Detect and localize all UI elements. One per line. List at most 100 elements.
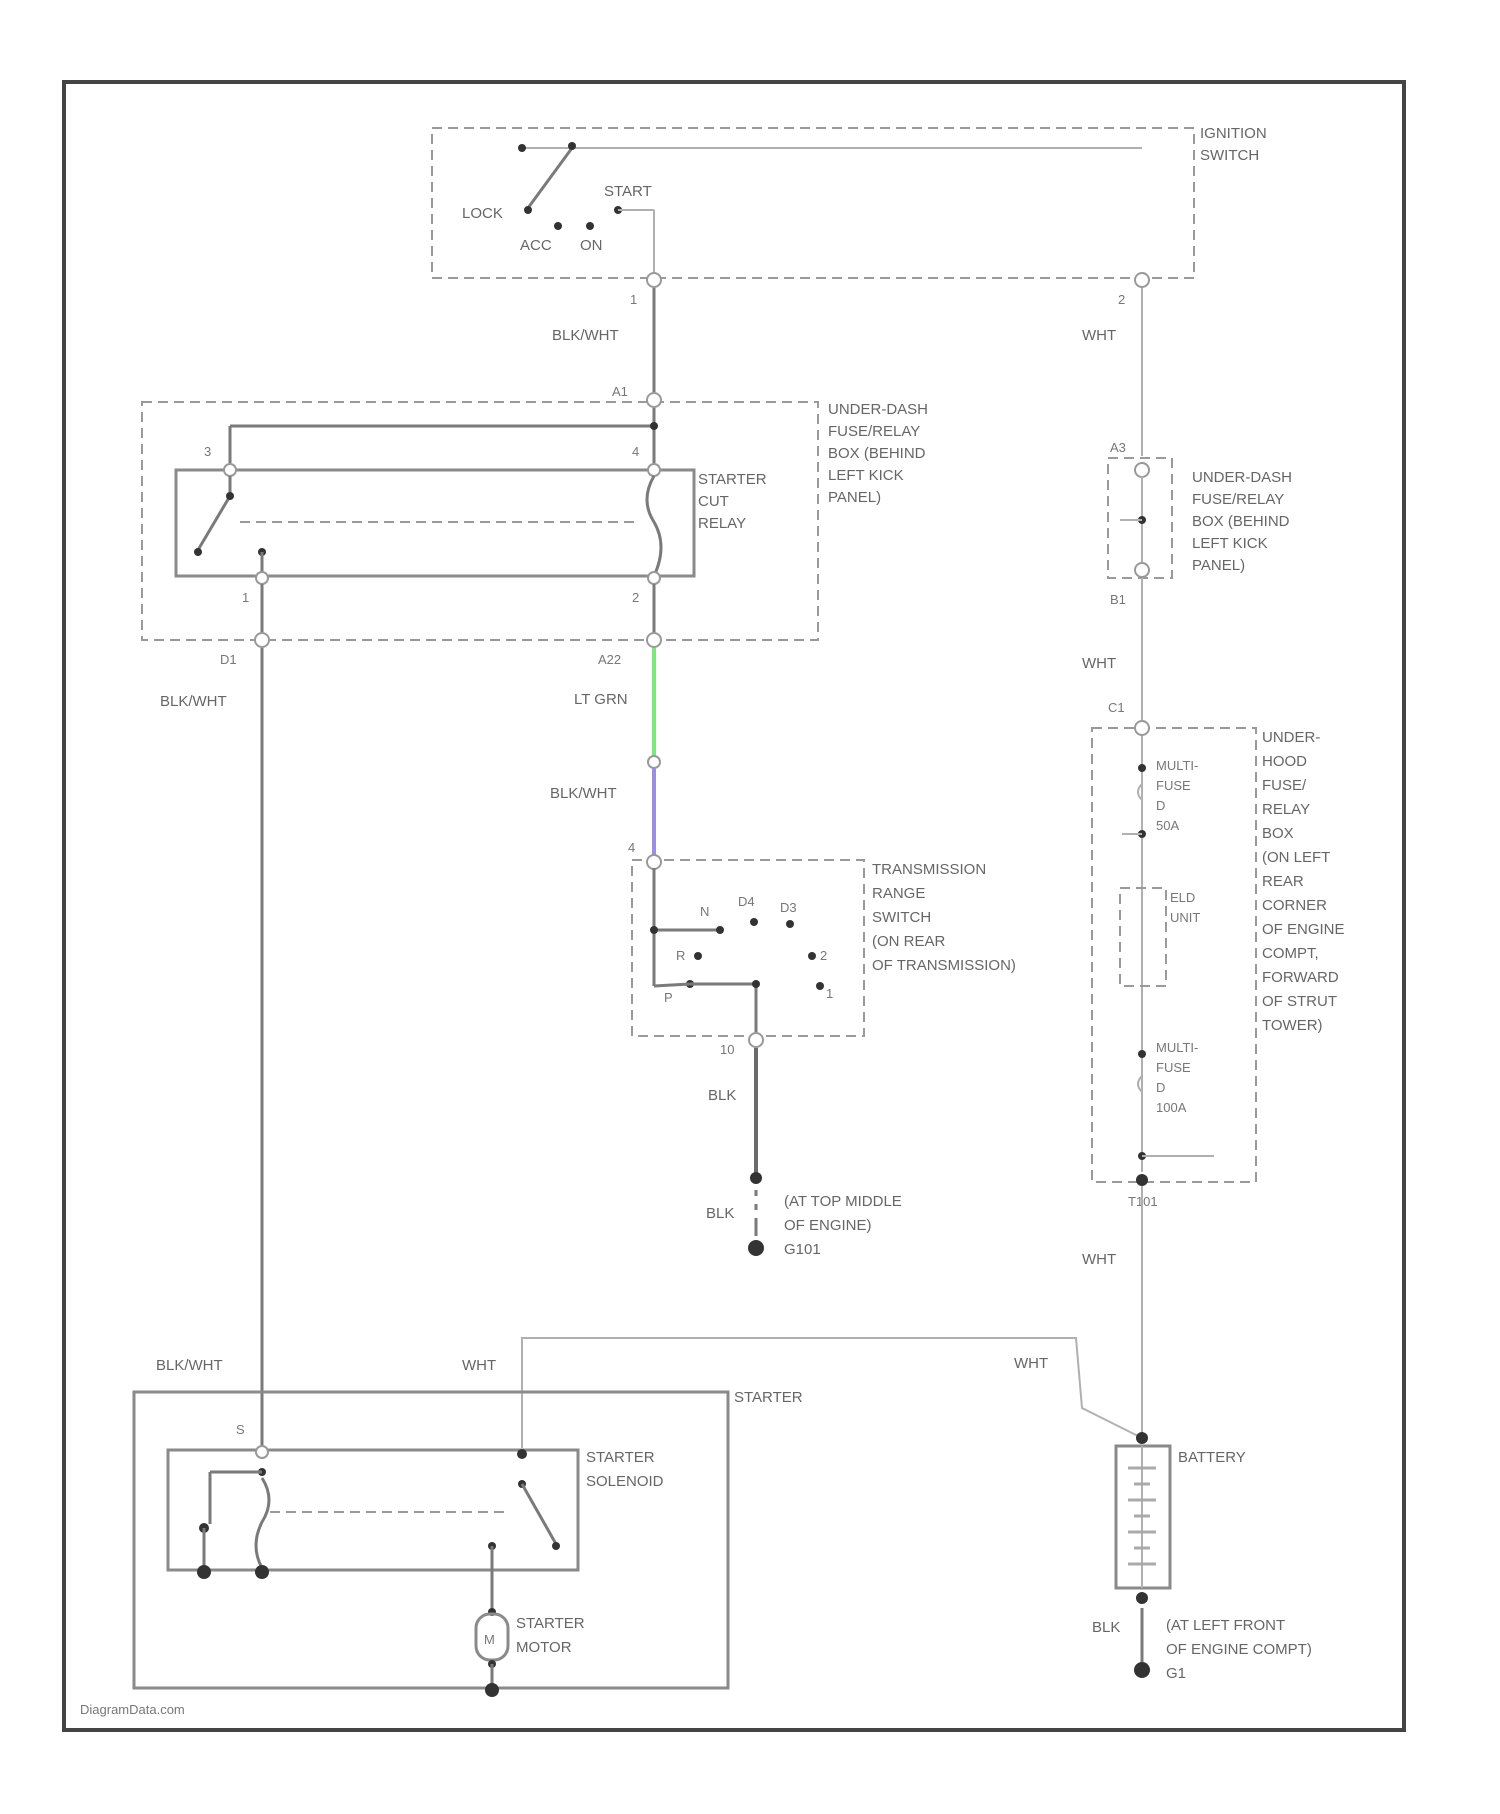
ign-pin-1-label: 1 bbox=[630, 292, 637, 307]
ign-pin-2-label: 2 bbox=[1118, 292, 1125, 307]
svg-text:FUSE: FUSE bbox=[1156, 778, 1191, 793]
svg-text:PANEL): PANEL) bbox=[828, 489, 881, 506]
wire-hood-to-battery-label: WHT bbox=[1082, 1251, 1116, 1268]
svg-text:BOX (BEHIND: BOX (BEHIND bbox=[828, 445, 926, 462]
wire-relay-to-starter-label: BLK/WHT bbox=[160, 693, 227, 710]
svg-text:RELAY: RELAY bbox=[1262, 801, 1310, 818]
starter-pin-s: S bbox=[236, 1422, 245, 1437]
svg-text:50A: 50A bbox=[1156, 818, 1179, 833]
starter-solenoid-box bbox=[168, 1450, 578, 1570]
battery-label: BATTERY bbox=[1178, 1449, 1246, 1466]
svg-text:(AT LEFT FRONT: (AT LEFT FRONT bbox=[1166, 1617, 1285, 1634]
ground-g1-wire: BLK bbox=[1092, 1619, 1120, 1636]
on-label: ON bbox=[580, 237, 603, 254]
relay-label-1: STARTER bbox=[698, 471, 767, 488]
ground-g101-wire: BLK bbox=[706, 1205, 734, 1222]
svg-text:REAR: REAR bbox=[1262, 873, 1304, 890]
svg-text:RANGE: RANGE bbox=[872, 885, 925, 902]
trans-range-switch-box bbox=[632, 860, 864, 1036]
starter-motor: M STARTER MOTOR bbox=[476, 1608, 585, 1697]
svg-text:TRANSMISSION: TRANSMISSION bbox=[872, 861, 986, 878]
svg-text:OF ENGINE COMPT): OF ENGINE COMPT) bbox=[1166, 1641, 1312, 1658]
conn-a22 bbox=[647, 633, 661, 647]
under-dash-left-label: UNDER-DASH FUSE/RELAY BOX (BEHIND LEFT K… bbox=[828, 401, 928, 506]
svg-text:G101: G101 bbox=[784, 1241, 821, 1258]
battery: BATTERY bbox=[1116, 1432, 1246, 1588]
under-hood-label: UNDER- HOOD FUSE/ RELAY BOX (ON LEFT REA… bbox=[1262, 729, 1345, 1034]
svg-text:OF ENGINE: OF ENGINE bbox=[1262, 921, 1345, 938]
svg-text:LEFT KICK: LEFT KICK bbox=[828, 467, 904, 484]
ign-pin-2-connector bbox=[1135, 273, 1149, 287]
svg-text:UNDER-: UNDER- bbox=[1262, 729, 1320, 746]
conn-a22-label: A22 bbox=[598, 652, 621, 667]
trs-label: TRANSMISSION RANGE SWITCH (ON REAR OF TR… bbox=[872, 861, 1016, 974]
conn-b1-label: B1 bbox=[1110, 592, 1126, 607]
relay-pin-2: 2 bbox=[632, 590, 639, 605]
trs-r: R bbox=[676, 948, 685, 963]
trs-pin-10: 10 bbox=[720, 1042, 734, 1057]
svg-text:UNDER-DASH: UNDER-DASH bbox=[828, 401, 928, 418]
svg-text:STARTER: STARTER bbox=[586, 1449, 655, 1466]
svg-text:(ON REAR: (ON REAR bbox=[872, 933, 946, 950]
svg-text:CORNER: CORNER bbox=[1262, 897, 1327, 914]
ignition-switch: LOCK ACC ON START IGNITION SWITCH bbox=[462, 125, 1267, 278]
trs-2: 2 bbox=[820, 948, 827, 963]
conn-a1 bbox=[647, 393, 661, 407]
svg-text:MULTI-: MULTI- bbox=[1156, 1040, 1198, 1055]
conn-a1-label: A1 bbox=[612, 384, 628, 399]
svg-text:FUSE/RELAY: FUSE/RELAY bbox=[1192, 491, 1284, 508]
conn-c1 bbox=[1135, 721, 1149, 735]
ignition-switch-label-1: IGNITION bbox=[1200, 125, 1267, 142]
svg-text:STARTER: STARTER bbox=[516, 1615, 585, 1632]
wire-trs-to-ground-label: BLK bbox=[708, 1087, 736, 1104]
svg-text:TOWER): TOWER) bbox=[1262, 1017, 1323, 1034]
trs-d4: D4 bbox=[738, 894, 755, 909]
trans-range-switch: N D4 D3 R 2 P 1 bbox=[650, 868, 833, 1036]
trs-p: P bbox=[664, 990, 673, 1005]
ignition-switch-label-2: SWITCH bbox=[1200, 147, 1259, 164]
relay-pin-4: 4 bbox=[632, 444, 639, 459]
ignition-switch-box bbox=[432, 128, 1194, 278]
ign-pin-1-connector bbox=[647, 273, 661, 287]
svg-text:MULTI-: MULTI- bbox=[1156, 758, 1198, 773]
svg-text:FUSE/: FUSE/ bbox=[1262, 777, 1307, 794]
trs-d3: D3 bbox=[780, 900, 797, 915]
relay-pin-1: 1 bbox=[242, 590, 249, 605]
start-label: START bbox=[604, 183, 652, 200]
conn-c1-label: C1 bbox=[1108, 700, 1125, 715]
under-hood-internals: MULTI- FUSE D 50A ELD UNIT MULTI- FUSE D… bbox=[1120, 736, 1214, 1172]
svg-text:COMPT,: COMPT, bbox=[1262, 945, 1319, 962]
motor-symbol: M bbox=[484, 1632, 495, 1647]
svg-text:UNIT: UNIT bbox=[1170, 910, 1200, 925]
ground-g1: BLK (AT LEFT FRONT OF ENGINE COMPT) G1 bbox=[1092, 1592, 1312, 1682]
trs-pin-4: 4 bbox=[628, 840, 635, 855]
svg-text:FUSE/RELAY: FUSE/RELAY bbox=[828, 423, 920, 440]
svg-text:PANEL): PANEL) bbox=[1192, 557, 1245, 574]
relay-label-3: RELAY bbox=[698, 515, 746, 532]
conn-a3 bbox=[1135, 463, 1149, 477]
acc-label: ACC bbox=[520, 237, 552, 254]
wire-starter-in-label: BLK/WHT bbox=[156, 1357, 223, 1374]
wire-starter-to-battery-left-label: WHT bbox=[462, 1357, 496, 1374]
wire-starter-to-battery-right-label: WHT bbox=[1014, 1355, 1048, 1372]
svg-text:BOX (BEHIND: BOX (BEHIND bbox=[1192, 513, 1290, 530]
starter-label: STARTER bbox=[734, 1389, 803, 1406]
trs-pin-4-conn bbox=[647, 855, 661, 869]
svg-text:HOOD: HOOD bbox=[1262, 753, 1307, 770]
svg-text:G1: G1 bbox=[1166, 1665, 1186, 1682]
relay-label-2: CUT bbox=[698, 493, 729, 510]
relay-pin-3: 3 bbox=[204, 444, 211, 459]
trs-1: 1 bbox=[826, 986, 833, 1001]
conn-a3-label: A3 bbox=[1110, 440, 1126, 455]
ground-g101: BLK (AT TOP MIDDLE OF ENGINE) G101 bbox=[706, 1172, 902, 1258]
conn-d1-label: D1 bbox=[220, 652, 237, 667]
svg-text:D: D bbox=[1156, 798, 1165, 813]
svg-text:100A: 100A bbox=[1156, 1100, 1187, 1115]
svg-text:BOX: BOX bbox=[1262, 825, 1294, 842]
svg-text:SWITCH: SWITCH bbox=[872, 909, 931, 926]
wire-blk-wht-label-2: BLK/WHT bbox=[550, 785, 617, 802]
svg-text:OF STRUT: OF STRUT bbox=[1262, 993, 1337, 1010]
trs-pin-10-conn bbox=[749, 1033, 763, 1047]
svg-text:D: D bbox=[1156, 1080, 1165, 1095]
